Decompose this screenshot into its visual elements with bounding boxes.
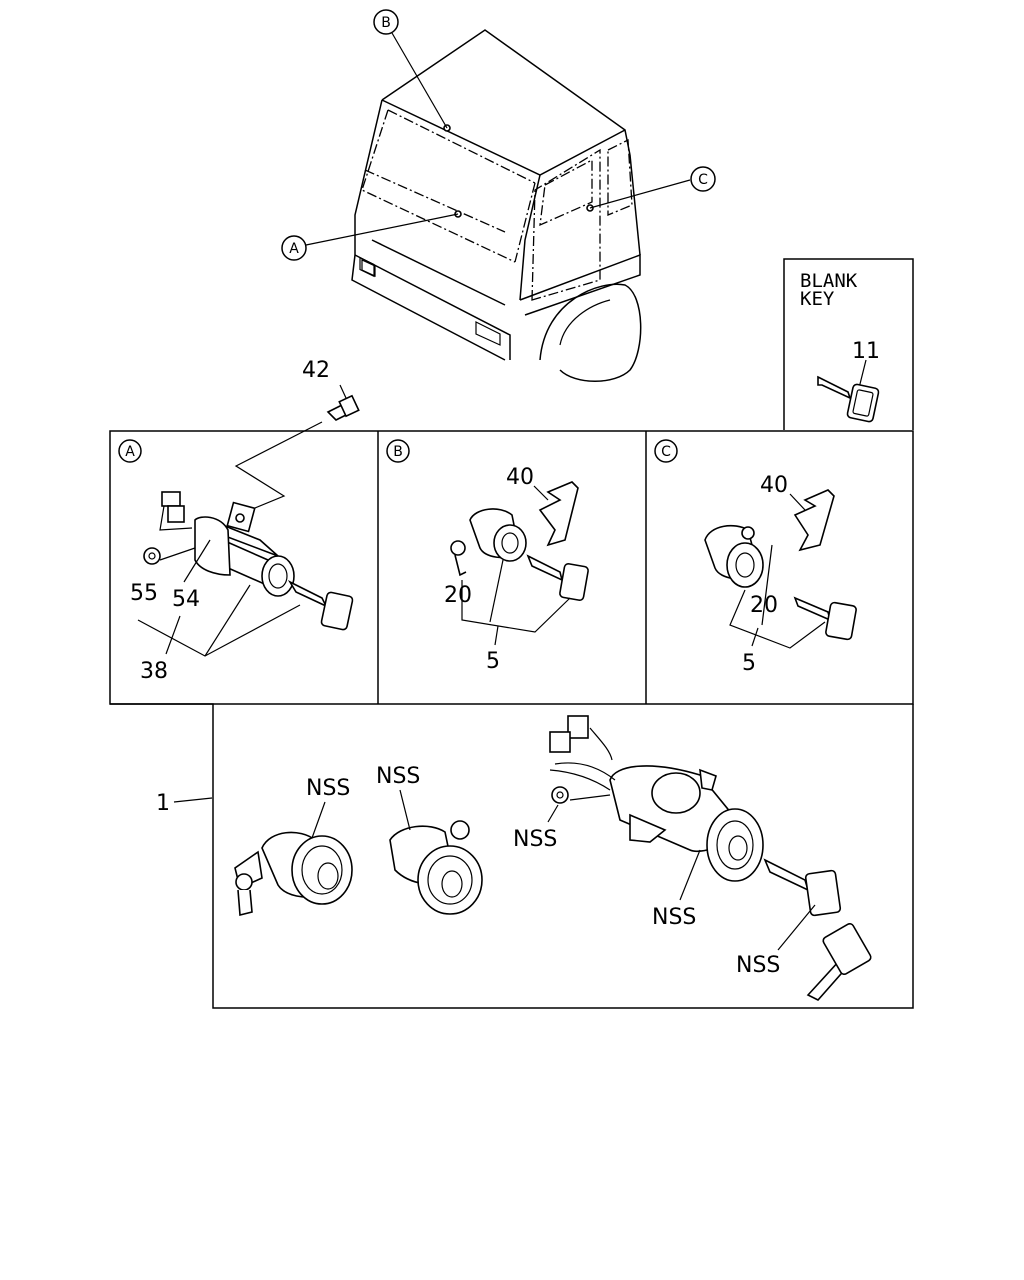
svg-text:1: 1 (156, 791, 170, 816)
svg-text:A: A (289, 241, 299, 257)
panel-b-callout: B (386, 439, 410, 463)
ignition-switch-icon (549, 715, 764, 882)
lock-kit-box: 1 NSS NSS (110, 703, 914, 1009)
door-lock-cylinder-icon (450, 508, 527, 577)
panel-c: C 40 20 5 (654, 439, 857, 676)
key-icon (763, 858, 842, 917)
view-callout-c: C (690, 166, 716, 192)
svg-text:20: 20 (444, 583, 472, 608)
svg-text:5: 5 (742, 651, 756, 676)
svg-text:40: 40 (506, 465, 534, 490)
svg-text:42: 42 (302, 358, 330, 383)
view-callout-b: B (373, 9, 399, 35)
svg-text:A: A (125, 444, 135, 460)
truck-cab-illustration (305, 29, 691, 382)
svg-text:NSS: NSS (652, 905, 696, 930)
panel-a-callout: A (118, 439, 142, 463)
svg-text:B: B (393, 444, 403, 460)
svg-text:NSS: NSS (376, 764, 420, 789)
bolt-icon (326, 394, 360, 421)
svg-text:54: 54 (172, 587, 200, 612)
door-lock-cylinder-icon (704, 524, 764, 588)
retainer-clip-icon (793, 489, 835, 552)
key-icon (526, 554, 589, 601)
panel-c-callout: C (654, 439, 678, 463)
key-icon (793, 596, 857, 641)
door-lock-cylinder-icon (389, 820, 483, 915)
svg-text:NSS: NSS (513, 827, 557, 852)
key-icon (806, 922, 872, 1001)
svg-text:C: C (661, 444, 671, 460)
svg-text:NSS: NSS (306, 776, 350, 801)
view-callout-a: A (281, 235, 307, 261)
svg-text:KEY: KEY (800, 288, 835, 310)
ignition-lock-icon (159, 491, 295, 597)
svg-text:BLANK: BLANK (800, 270, 858, 292)
door-lock-cylinder-icon (234, 831, 353, 917)
svg-text:NSS: NSS (736, 953, 780, 978)
svg-text:C: C (698, 172, 708, 188)
blank-key-box: BLANK KEY 11 (783, 258, 914, 430)
svg-text:11: 11 (852, 339, 880, 364)
svg-text:55: 55 (130, 581, 158, 606)
svg-text:B: B (381, 15, 391, 31)
key-icon (287, 580, 354, 631)
svg-text:5: 5 (486, 649, 500, 674)
blank-key-icon (817, 375, 880, 423)
panel-b: B 40 20 5 (386, 439, 589, 674)
nut-icon (551, 786, 569, 804)
detail-panels-frame (109, 430, 914, 705)
nut-icon (143, 547, 161, 565)
retainer-clip-icon (538, 481, 579, 547)
panel-a: A 42 (118, 358, 360, 684)
svg-text:40: 40 (760, 473, 788, 498)
svg-text:38: 38 (140, 659, 168, 684)
